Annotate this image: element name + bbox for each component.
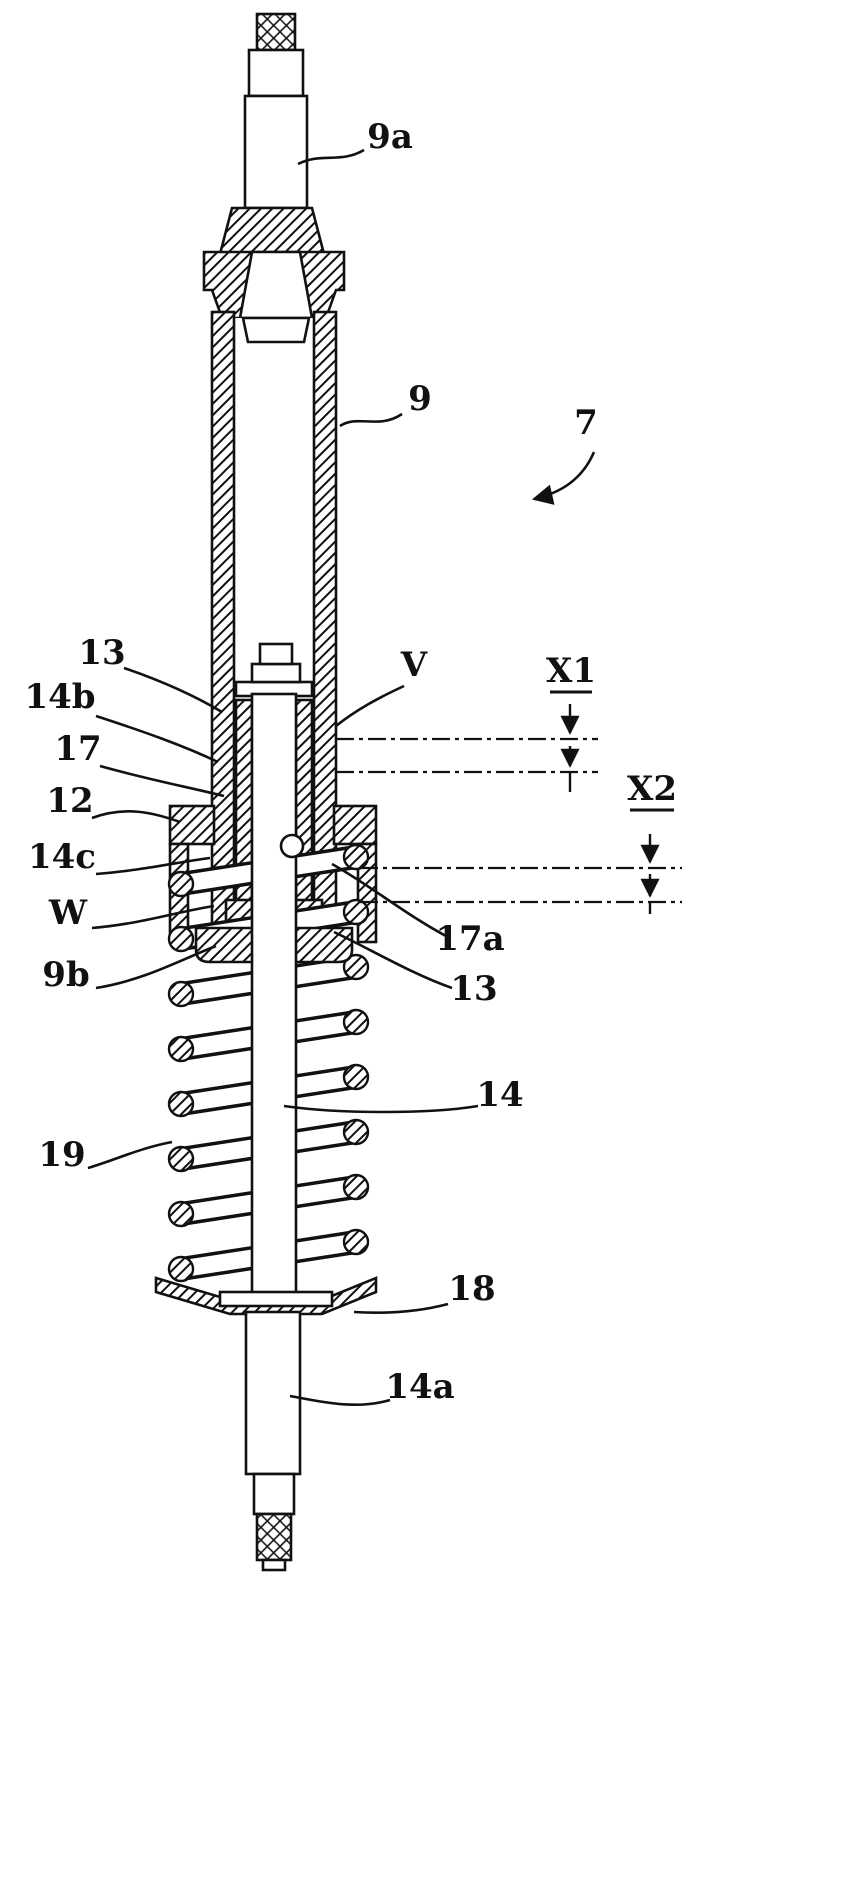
leader-14b — [95, 714, 219, 764]
leader-14a — [289, 1394, 391, 1407]
leader-18 — [353, 1302, 449, 1315]
label-14: 14 — [476, 1075, 523, 1115]
label-9a: 9a — [367, 117, 413, 157]
label-x2: X2 — [627, 769, 677, 809]
label-14a: 14a — [385, 1367, 454, 1407]
dimension-lines — [336, 690, 682, 914]
label-x1: X1 — [546, 651, 596, 691]
leader-arrow-7 — [531, 451, 596, 505]
label-19: 19 — [38, 1135, 85, 1175]
dash-dot-lines — [336, 737, 682, 904]
top-stud — [247, 12, 305, 98]
leader-v — [335, 684, 405, 728]
label-17: 17 — [54, 729, 101, 769]
label-12: 12 — [46, 781, 93, 821]
label-13-left: 13 — [78, 633, 125, 673]
label-9: 9 — [408, 379, 432, 419]
label-9b: 9b — [42, 955, 89, 995]
leader-w — [91, 904, 215, 930]
leader-19 — [87, 1140, 173, 1170]
leader-13-left — [123, 666, 223, 714]
leader-17 — [99, 764, 225, 798]
spring-wire-sections — [167, 843, 370, 1283]
piston-rod-9a — [243, 94, 309, 210]
leader-12 — [91, 810, 181, 824]
lower-shaft-14a — [244, 1310, 302, 1572]
dimension-arrows — [550, 690, 674, 914]
upper-mount-cap — [202, 206, 346, 320]
label-7: 7 — [574, 403, 598, 443]
leader-lines — [87, 148, 596, 1407]
reference-labels: 9a 9 7 13 14b 17 12 14c W 9b 19 V X1 X2 … — [24, 117, 677, 1407]
label-14c: 14c — [28, 837, 96, 877]
lower-spring-seat-18 — [154, 1276, 378, 1316]
label-w: W — [48, 893, 88, 933]
leader-9a — [297, 148, 365, 166]
leader-9 — [339, 412, 403, 428]
label-14b: 14b — [24, 677, 95, 717]
leader-14c — [95, 856, 211, 876]
leader-14 — [283, 1104, 479, 1114]
label-v: V — [400, 645, 428, 685]
center-shaft-14 — [250, 692, 305, 1314]
label-17a: 17a — [435, 919, 504, 959]
label-13-right: 13 — [450, 969, 497, 1009]
shaft-orifice — [279, 833, 305, 859]
shock-absorber-drawing — [154, 12, 378, 1572]
leader-13-right — [333, 930, 453, 990]
leader-17a — [331, 862, 447, 938]
leader-9b — [95, 944, 217, 990]
label-18: 18 — [448, 1269, 495, 1309]
